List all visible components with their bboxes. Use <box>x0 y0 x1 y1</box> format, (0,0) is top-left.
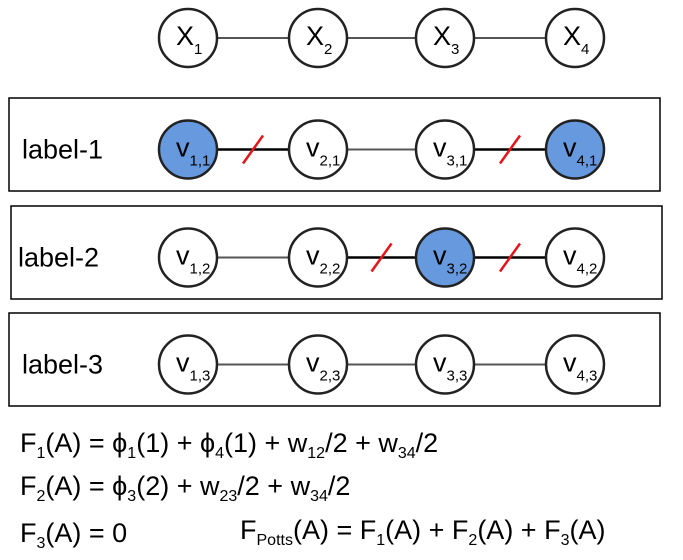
node-circle <box>414 334 476 395</box>
node-circle <box>544 227 606 288</box>
node-label: X3 <box>433 21 459 58</box>
node-3-3: v3,3 <box>414 334 476 395</box>
cut-mark <box>498 242 522 273</box>
node-label: v3,1 <box>433 133 467 170</box>
cut-mark <box>241 134 265 165</box>
node-label: v4,1 <box>563 133 597 170</box>
selected-node-circle <box>157 119 219 180</box>
cut-mark <box>370 242 393 273</box>
formula-fpotts: FPotts(A) = F1(A) + F2(A) + F3(A) <box>240 515 606 549</box>
node-2-2: v2,2 <box>287 227 349 288</box>
row-label: label-1 <box>22 135 103 165</box>
row-box <box>8 97 661 192</box>
node-circle <box>157 227 219 288</box>
node-label: v2,2 <box>306 241 340 278</box>
node-2-3: v2,3 <box>287 334 349 395</box>
node-4-3: v4,3 <box>544 334 606 395</box>
selected-node-circle <box>414 227 476 288</box>
node-1-1: v1,1 <box>157 119 219 180</box>
row-label-3: label-3 v1,3 v2,3 v3,3 v4,3 <box>8 312 661 407</box>
node-1-3: v1,3 <box>157 334 219 395</box>
row-box <box>8 312 661 407</box>
node-label: v3,3 <box>433 348 467 385</box>
node-label: X4 <box>563 21 589 58</box>
node-1-2: v1,2 <box>157 227 219 288</box>
node-circle <box>544 7 606 69</box>
node-circle <box>414 7 476 69</box>
node-label: v1,2 <box>176 241 210 278</box>
node-circle <box>287 227 349 288</box>
node-4-2: v4,2 <box>544 227 606 288</box>
row-label: label-3 <box>22 350 103 380</box>
top-chain: X1 X2 X3 X4 <box>157 7 606 69</box>
node-label: v1,1 <box>176 133 210 170</box>
node-3-1: v3,1 <box>414 119 476 180</box>
node-circle <box>414 119 476 180</box>
node-circle <box>157 7 219 69</box>
node-label: v3,2 <box>433 241 467 278</box>
node-label: X2 <box>306 21 332 58</box>
formula-f1: F1(A) = ϕ1(1) + ϕ4(1) + w12/2 + w34/2 <box>20 428 439 462</box>
node-label: v2,1 <box>306 133 340 170</box>
selected-node-circle <box>544 119 606 180</box>
node-label: X1 <box>176 21 202 58</box>
node-2-1: v2,1 <box>287 119 349 180</box>
top-node-2: X2 <box>287 7 349 69</box>
row-label-2: label-2 v1,2 v2,2 v3,2 v4,2 <box>10 205 663 300</box>
top-node-3: X3 <box>414 7 476 69</box>
node-label: v1,3 <box>176 348 210 385</box>
node-3-2: v3,2 <box>414 227 476 288</box>
cut-mark <box>498 134 522 165</box>
top-node-1: X1 <box>157 7 219 69</box>
row-label-1: label-1 v1,1 v2,1 v3,1 v4,1 <box>8 97 661 192</box>
label-rows: label-1 v1,1 v2,1 v3,1 v4,1 label-2 v1,2 v2,2 v3… <box>8 97 663 407</box>
formula-f3: F3(A) = 0 <box>20 518 128 552</box>
node-circle <box>287 7 349 69</box>
node-circle <box>157 334 219 395</box>
row-label: label-2 <box>18 243 99 273</box>
node-circle <box>287 334 349 395</box>
node-circle <box>287 119 349 180</box>
node-label: v4,2 <box>563 241 597 278</box>
node-circle <box>544 334 606 395</box>
formula-f2: F2(A) = ϕ3(2) + w23/2 + w34/2 <box>20 471 351 505</box>
row-box <box>10 205 663 300</box>
node-label: v4,3 <box>563 348 597 385</box>
node-4-1: v4,1 <box>544 119 606 180</box>
node-label: v2,3 <box>306 348 340 385</box>
top-node-4: X4 <box>544 7 606 69</box>
